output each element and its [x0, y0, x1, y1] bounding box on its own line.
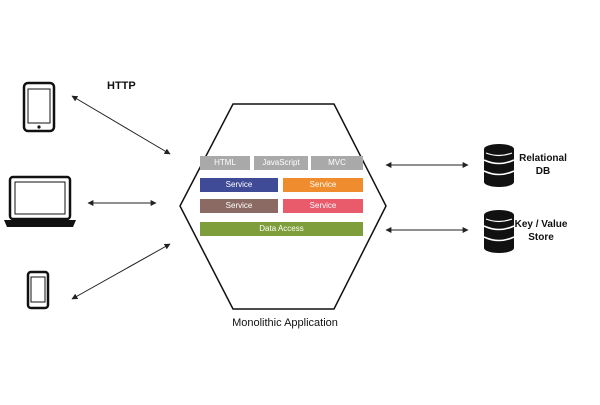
- tablet-icon: [22, 81, 56, 133]
- html-block: HTML: [214, 158, 236, 167]
- service-block-pink: Service: [309, 201, 337, 210]
- http-label: HTTP: [107, 80, 136, 92]
- service-block-orange-bg: [283, 178, 363, 192]
- laptop-icon: [4, 175, 76, 227]
- javascript-block: JavaScript: [262, 158, 300, 167]
- service-block-blue: Service: [225, 180, 253, 189]
- mvc-block-bg: [311, 156, 363, 170]
- relational-db-label-line2: DB: [535, 166, 551, 177]
- service-block-pink-bg: [283, 199, 363, 213]
- data-access-block-bg: [200, 222, 363, 236]
- application-label: Monolithic Application: [232, 317, 338, 329]
- data-access-block: Data Access: [259, 224, 304, 233]
- service-block-blue-bg: [200, 178, 278, 192]
- html-block-bg: [200, 156, 250, 170]
- key-value-store-label-line2: Store: [528, 232, 554, 243]
- key-value-store-label-line1: Key / Value: [514, 219, 568, 230]
- key-value-store-icon: [483, 210, 515, 253]
- service-block-brown: Service: [225, 201, 253, 210]
- mvc-block: MVC: [328, 158, 346, 167]
- javascript-block-bg: [254, 156, 308, 170]
- relational-db-label: Relational DB: [508, 152, 578, 178]
- service-block-brown-bg: [200, 199, 278, 213]
- key-value-store-label: Key / Value Store: [506, 218, 576, 244]
- relational-db-label-line1: Relational: [519, 153, 567, 164]
- service-block-orange: Service: [309, 180, 337, 189]
- phone-icon: [26, 270, 50, 310]
- phone-arrow: [71, 243, 171, 300]
- tablet-arrow: [71, 95, 171, 155]
- relational-db-icon: [483, 144, 515, 187]
